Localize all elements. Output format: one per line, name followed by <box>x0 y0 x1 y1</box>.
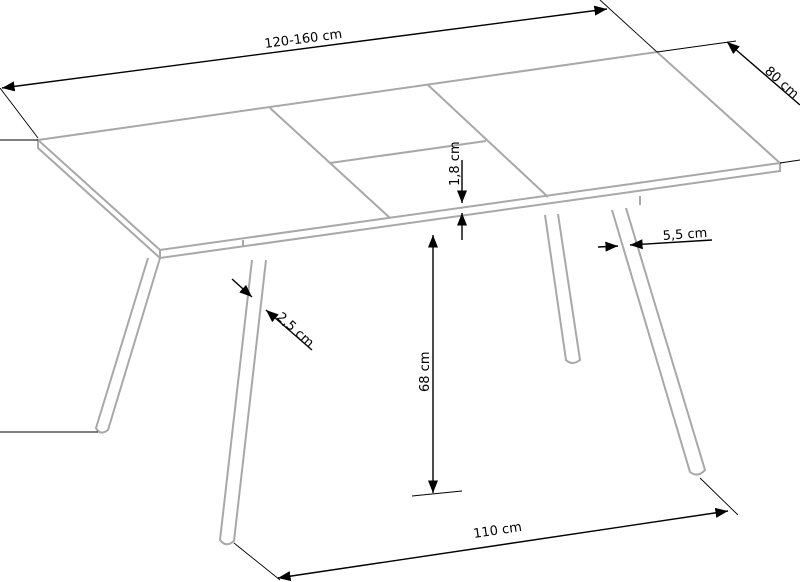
extension-leaf <box>269 84 549 219</box>
table-outline <box>35 50 783 546</box>
dimension-depth: 80 cm <box>656 40 800 164</box>
dimension-leg-width: 5,5 cm <box>597 226 713 252</box>
leg-width-label: 5,5 cm <box>662 226 708 244</box>
dimension-thickness: 1,8 cm <box>448 141 468 240</box>
edge-lines <box>0 139 98 433</box>
leg-front-left <box>218 259 267 546</box>
dimension-leg-span: 110 cm <box>233 477 739 582</box>
thickness-label: 1,8 cm <box>448 141 463 186</box>
dimension-length: 120-160 cm <box>0 0 658 139</box>
dimension-leg-thickness: 2,5 cm <box>231 278 317 351</box>
depth-label: 80 cm <box>761 64 800 102</box>
dimension-height: 68 cm <box>411 235 463 497</box>
height-label: 68 cm <box>418 352 433 393</box>
leg-span-label: 110 cm <box>472 520 522 542</box>
apron <box>242 196 641 246</box>
leg-thickness-label: 2,5 cm <box>273 310 316 351</box>
leg-back-right <box>544 213 582 364</box>
leg-back-left <box>94 257 161 434</box>
leg-front-right <box>611 207 707 476</box>
